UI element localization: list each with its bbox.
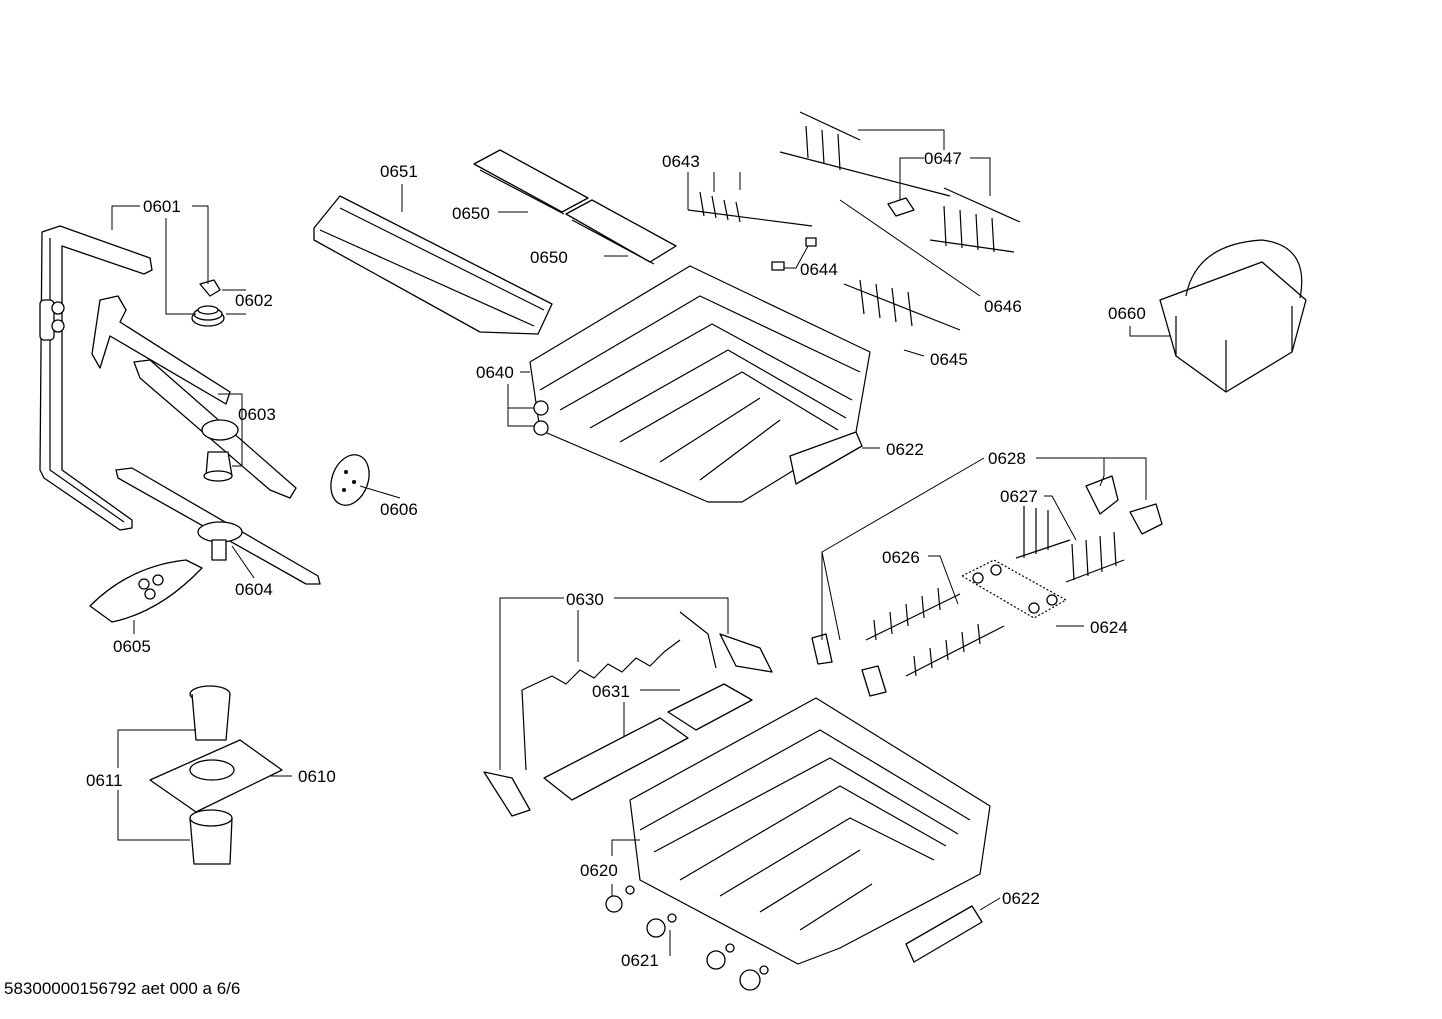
- upper-spray-arm-drawing: [91, 295, 297, 499]
- basket-handle-drawing-lower: [905, 905, 983, 963]
- supply-pipe-drawing: [39, 225, 153, 531]
- tray-insert-drawing-a: [473, 149, 589, 215]
- part-label-0622-upper: 0622: [886, 440, 924, 459]
- spring-wire-drawing-0630: [483, 611, 773, 817]
- part-label-0645: 0645: [930, 350, 968, 369]
- part-label-0644: 0644: [800, 260, 838, 279]
- part-label-0650-b: 0650: [530, 248, 568, 267]
- fold-down-rack-drawing-b: [779, 111, 951, 197]
- part-labels: 0601 0602 0603 0604 0605 0606 0610 0611 …: [86, 149, 1146, 970]
- basket-handle-drawing-upper: [789, 431, 863, 485]
- part-label-0602: 0602: [235, 291, 273, 310]
- part-label-0626: 0626: [882, 548, 920, 567]
- part-label-0646: 0646: [984, 297, 1022, 316]
- tray-insert-drawing-b: [565, 199, 677, 265]
- lower-basket-drawing: [629, 697, 991, 965]
- part-label-0631: 0631: [592, 682, 630, 701]
- part-label-0651: 0651: [380, 162, 418, 181]
- part-label-0620: 0620: [580, 861, 618, 880]
- filter-sump-drawing: [149, 685, 283, 865]
- part-label-0603: 0603: [238, 405, 276, 424]
- cutlery-basket-drawing: [1159, 239, 1307, 393]
- spray-disk-drawing: [330, 454, 370, 506]
- part-label-0621: 0621: [621, 951, 659, 970]
- hinge-drawing-0628: [811, 475, 1163, 697]
- clip-drawing-0644: [771, 197, 915, 271]
- leader-lines: [111, 129, 1170, 956]
- lower-spray-arm-drawing: [115, 467, 321, 585]
- part-label-0610: 0610: [298, 767, 336, 786]
- connector-nut-drawing: [191, 279, 225, 327]
- document-number: 58300000156792 aet 000 a 6/6: [4, 979, 241, 998]
- part-label-0643: 0643: [662, 152, 700, 171]
- part-label-0660: 0660: [1108, 304, 1146, 323]
- part-label-0604: 0604: [235, 580, 273, 599]
- part-label-0630: 0630: [566, 590, 604, 609]
- cup-rack-drawing-0627: [1015, 506, 1125, 583]
- filter-plate-drawing: [89, 559, 203, 623]
- part-label-0611: 0611: [86, 771, 123, 790]
- part-label-0624: 0624: [1090, 618, 1128, 637]
- clip-set-drawing-0624: [961, 559, 1067, 619]
- wheel-drawings: [605, 885, 769, 991]
- part-label-0601: 0601: [143, 197, 181, 216]
- fold-down-rack-drawing-d: [843, 279, 961, 331]
- part-label-0647: 0647: [924, 149, 962, 168]
- fold-rack-drawing-0626: [865, 587, 1005, 677]
- fold-down-rack-drawing-a: [687, 191, 813, 227]
- part-label-0605: 0605: [113, 637, 151, 656]
- fold-down-rack-drawing-c: [929, 187, 1021, 253]
- part-label-0627: 0627: [1000, 487, 1038, 506]
- part-label-0628: 0628: [988, 449, 1026, 468]
- part-label-0640: 0640: [476, 363, 514, 382]
- insert-rack-drawing-0631: [543, 683, 753, 801]
- cutlery-tray-drawing: [313, 195, 553, 335]
- part-label-0606: 0606: [380, 500, 418, 519]
- part-label-0650-a: 0650: [452, 204, 490, 223]
- part-label-0622-lower: 0622: [1002, 889, 1040, 908]
